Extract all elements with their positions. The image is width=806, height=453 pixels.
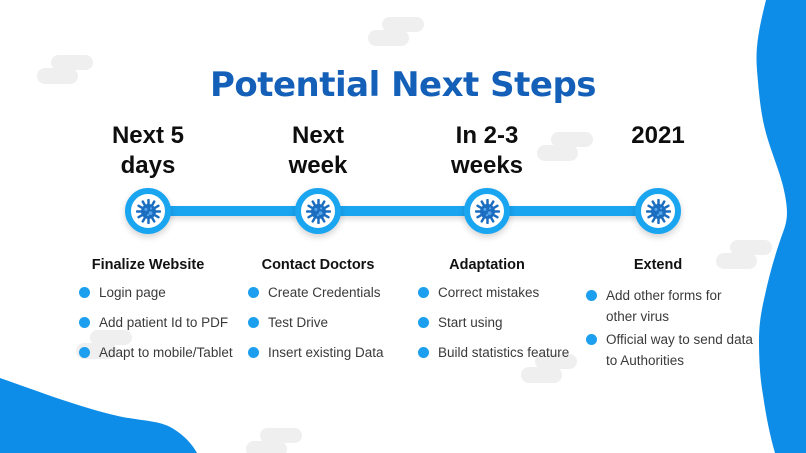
list-item-text: Test Drive xyxy=(268,315,329,330)
bullet-dot-icon xyxy=(248,287,259,298)
time-line: weeks xyxy=(450,152,524,179)
time-label-1: Next 5 days xyxy=(78,121,218,181)
bullet-dot-icon xyxy=(418,287,429,298)
virus-icon xyxy=(305,198,331,224)
timeline-node xyxy=(464,188,510,234)
list-item-line: Official way to send data xyxy=(606,332,753,347)
list-item-text: Add other forms for other virus xyxy=(606,285,722,327)
list-item: Start using xyxy=(418,315,593,331)
time-line: days xyxy=(120,152,176,179)
column-list-3: Correct mistakes Start using Build stati… xyxy=(418,285,593,375)
virus-icon xyxy=(135,198,161,224)
list-item-text: Create Credentials xyxy=(268,285,381,300)
column-header: Extend xyxy=(633,257,683,273)
timeline-node xyxy=(125,188,171,234)
time-line: Next xyxy=(291,122,345,149)
time-line: Next 5 xyxy=(111,122,185,149)
bullet-dot-icon xyxy=(248,317,259,328)
list-item-line: other virus xyxy=(606,309,670,324)
bullet-dot-icon xyxy=(248,347,259,358)
list-item: Build statistics feature xyxy=(418,345,593,361)
list-item-line: Add other forms for xyxy=(606,288,722,303)
bullet-dot-icon xyxy=(79,287,90,298)
list-item-text: Add patient Id to PDF xyxy=(99,315,229,330)
list-item: Add other forms for other virus xyxy=(586,285,754,327)
list-item: Add patient Id to PDF xyxy=(79,315,254,331)
timeline-line xyxy=(148,206,658,216)
cloud-shape xyxy=(246,428,302,453)
list-item-text: Insert existing Data xyxy=(268,345,384,360)
list-item: Insert existing Data xyxy=(248,345,423,361)
virus-icon xyxy=(474,198,500,224)
time-label-4: 2021 xyxy=(588,121,728,151)
time-label-2: Next week xyxy=(248,121,388,181)
column-header: Finalize Website xyxy=(91,257,205,273)
column-header: Contact Doctors xyxy=(261,257,375,273)
list-item-text: Build statistics feature xyxy=(438,345,570,360)
bullet-dot-icon xyxy=(418,317,429,328)
list-item-text: Start using xyxy=(438,315,503,330)
list-item: Login page xyxy=(79,285,254,301)
list-item-text: Correct mistakes xyxy=(438,285,540,300)
list-item-line: to Authorities xyxy=(606,353,685,368)
slide-title: Potential Next Steps xyxy=(209,64,597,105)
bullet-dot-icon xyxy=(79,347,90,358)
list-item: Correct mistakes xyxy=(418,285,593,301)
cloud-shape xyxy=(37,55,93,86)
list-item-text: Adapt to mobile/Tablet xyxy=(99,345,233,360)
bullet-dot-icon xyxy=(418,347,429,358)
list-item: Test Drive xyxy=(248,315,423,331)
bullet-dot-icon xyxy=(586,290,597,301)
bottom-left-blob xyxy=(0,378,197,453)
column-list-1: Login page Add patient Id to PDF Adapt t… xyxy=(79,285,254,375)
virus-icon xyxy=(645,198,671,224)
column-header: Adaptation xyxy=(449,257,525,273)
column-list-4: Add other forms for other virus Official… xyxy=(586,285,754,373)
time-line: week xyxy=(288,152,348,179)
list-item: Official way to send data to Authorities xyxy=(586,329,754,371)
cloud-shape xyxy=(521,354,577,385)
list-item-text: Official way to send data to Authorities xyxy=(606,329,753,371)
list-item: Create Credentials xyxy=(248,285,423,301)
time-label-3: In 2-3 weeks xyxy=(417,121,557,181)
list-item: Adapt to mobile/Tablet xyxy=(79,345,254,361)
timeline-node xyxy=(295,188,341,234)
bullet-dot-icon xyxy=(79,317,90,328)
list-item-text: Login page xyxy=(99,285,166,300)
bullet-dot-icon xyxy=(586,334,597,345)
time-line: 2021 xyxy=(631,122,685,149)
cloud-shape xyxy=(537,132,593,163)
timeline-node xyxy=(635,188,681,234)
time-line: In 2-3 xyxy=(455,122,519,149)
cloud-shape xyxy=(368,17,424,48)
column-list-2: Create Credentials Test Drive Insert exi… xyxy=(248,285,423,375)
